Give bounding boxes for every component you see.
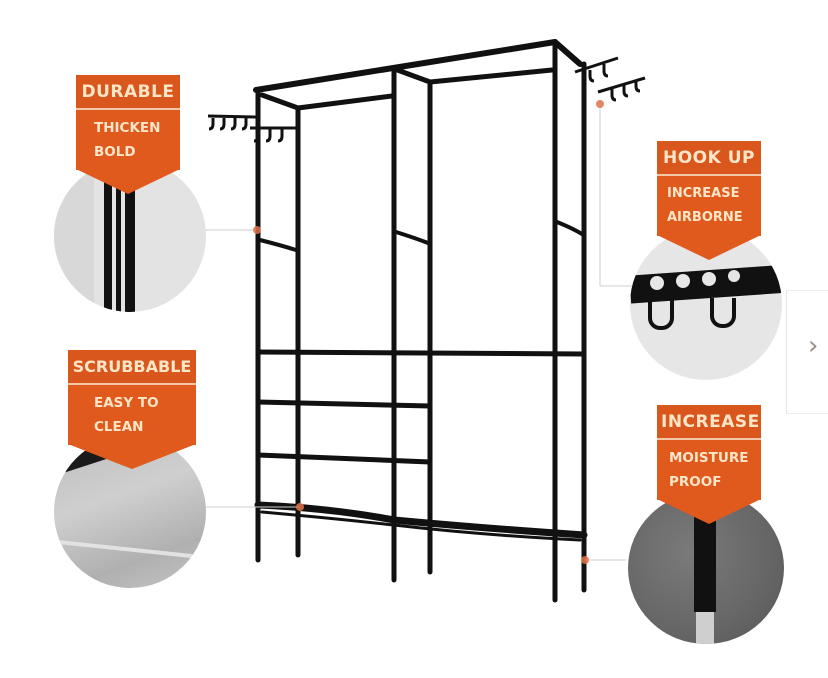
durable-line-1: THICKEN — [94, 120, 161, 136]
durable-line-2: BOLD — [94, 144, 136, 160]
durable-title: DURABLE — [76, 75, 180, 110]
next-image-panel[interactable] — [786, 290, 828, 414]
scrubbable-line-2: CLEAN — [94, 419, 144, 435]
increase-line-2: PROOF — [669, 474, 722, 490]
increase-title: INCREASE — [657, 405, 761, 440]
chevron-right-icon[interactable]: › — [808, 331, 819, 361]
hook-up-title: HOOK UP — [657, 141, 761, 176]
scrubbable-line-1: EASY TO — [94, 395, 159, 411]
scrubbable-title: SCRUBBABLE — [68, 350, 196, 385]
hook-up-line-2: AIRBORNE — [667, 210, 743, 225]
hook-up-line-1: INCREASE — [667, 186, 740, 201]
durable-closeup-image — [54, 160, 206, 312]
increase-line-1: MOISTURE — [669, 450, 749, 466]
